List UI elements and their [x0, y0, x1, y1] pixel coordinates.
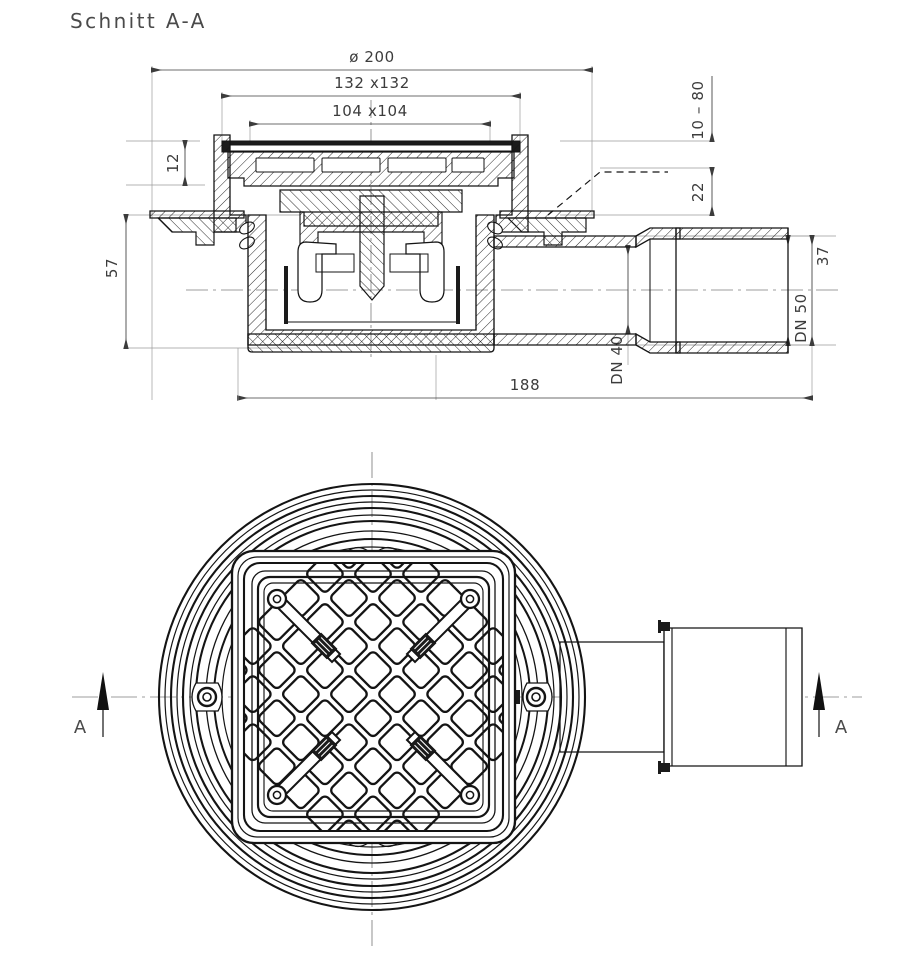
dimension-label-104x104: 104 x104	[332, 102, 408, 120]
dimension-188: 188	[237, 348, 813, 401]
section-mark-label-right: A	[835, 717, 848, 738]
page-title: Schnitt A-A	[70, 9, 207, 33]
grate-openings	[255, 157, 485, 173]
plan-bracket-br	[405, 730, 481, 806]
dimension-label-diameter-200: ø 200	[349, 48, 395, 66]
dimension-37: 37	[809, 235, 832, 346]
plan-mounting-bosses	[191, 682, 553, 712]
plan-outlet-dn50	[663, 627, 803, 767]
section-mark-left: A	[74, 672, 109, 738]
outlet-dn40-bottom-wall	[493, 333, 637, 346]
dimension-label-12: 12	[164, 153, 182, 173]
outlet-dn40-top-wall	[493, 235, 637, 248]
section-mark-label-left: A	[74, 717, 87, 738]
plan-frame-notches	[347, 546, 399, 848]
trap-gasket-left	[284, 266, 288, 324]
plan-boss-right	[508, 682, 553, 712]
plan-bracket-tr	[405, 588, 481, 664]
plan-outlet-rib-bottom	[658, 761, 661, 774]
odour-trap-insert	[279, 189, 463, 324]
plan-outlet-pipe	[559, 620, 803, 774]
dimension-label-37: 37	[814, 246, 832, 266]
trap-gasket-right	[456, 266, 460, 324]
dimension-label-57: 57	[103, 258, 121, 278]
dimension-57: 57	[103, 214, 129, 349]
dimension-104x104: 104 x104	[249, 102, 491, 127]
plan-grate-plate-inner	[263, 582, 484, 812]
dimension-diameter-200: ø 200	[151, 48, 593, 73]
dimension-132x132: 132 x132	[221, 74, 521, 99]
section-arrow-right	[813, 672, 825, 710]
plan-outlet-lug-top	[660, 622, 670, 631]
section-arrow-left	[97, 672, 109, 710]
grate-slot-gap	[229, 144, 513, 152]
outlet-dn50-bottom-wall	[675, 341, 789, 354]
plan-outlet-rib-top	[658, 620, 661, 633]
frame-collar-left	[213, 134, 247, 233]
section-mark-right: A	[813, 672, 848, 738]
plan-frame-outer-inner	[237, 556, 510, 838]
plan-outlet-lug-bottom	[660, 763, 670, 772]
plan-bracket-bl	[266, 730, 342, 806]
plan-bracket-tl	[266, 588, 342, 664]
dimension-label-132x132: 132 x132	[334, 74, 410, 92]
dimension-10-80: 10 – 80	[689, 76, 715, 142]
dimension-label-10-80: 10 – 80	[689, 80, 707, 139]
section-view: ø 200 132 x132 104 x104 12 57 10 – 80	[103, 48, 840, 401]
dimension-label-dn40: DN 40	[608, 335, 626, 385]
trap-centre-stem	[359, 195, 385, 301]
plan-frame-lip	[242, 561, 505, 833]
plan-boss-left	[191, 682, 223, 712]
plan-view: A A	[72, 452, 862, 946]
dimension-label-188: 188	[510, 376, 540, 394]
dimension-label-dn50: DN 50	[792, 293, 810, 343]
dimension-22: 22	[689, 167, 715, 216]
water-level-leader	[547, 171, 668, 216]
outlet-dn50-top-wall	[675, 227, 789, 240]
dimension-12: 12	[164, 140, 188, 186]
plan-corner-brackets	[266, 588, 481, 806]
plan-grate-lattice	[244, 563, 502, 831]
drain-body-bottom	[247, 333, 495, 353]
dimension-label-22: 22	[689, 182, 707, 202]
dimension-dn40: DN 40	[608, 245, 631, 385]
section-geometry	[149, 134, 789, 354]
